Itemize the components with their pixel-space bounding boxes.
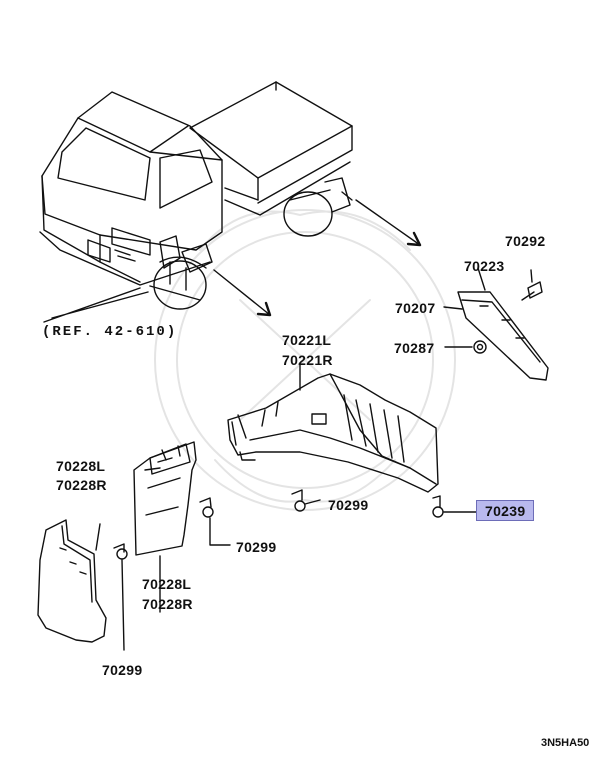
truck-outline [39,81,353,323]
part-number-70299-bottom[interactable]: 70299 [102,662,143,678]
part-number-70239-highlighted[interactable]: 70239 [476,500,535,521]
part-number-70292[interactable]: 70292 [505,233,546,249]
mud-flap-upper [133,441,231,556]
callout-arrows [213,199,422,317]
watermark-emblem [154,209,456,511]
part-number-70228r-upper[interactable]: 70228R [56,477,107,493]
part-number-70228r-lower[interactable]: 70228R [142,596,193,612]
diagram-code: 3N5HA50 [541,737,590,749]
fender-fasteners [291,489,477,518]
part-number-70287[interactable]: 70287 [394,340,435,356]
part-number-70221l[interactable]: 70221L [282,332,332,348]
part-number-70228l-lower[interactable]: 70228L [142,576,192,592]
bracket-plate [443,267,549,381]
part-number-70299-center[interactable]: 70299 [328,497,369,513]
part-number-70223[interactable]: 70223 [464,258,505,274]
part-number-70221r[interactable]: 70221R [282,352,333,368]
reference-label: (REF. 42-610) [42,324,178,340]
part-number-70207[interactable]: 70207 [395,300,436,316]
part-number-70228l-upper[interactable]: 70228L [56,458,106,474]
part-number-70299-mid[interactable]: 70299 [236,539,277,555]
fender-body [227,363,439,493]
mud-flap-lower [37,519,128,651]
